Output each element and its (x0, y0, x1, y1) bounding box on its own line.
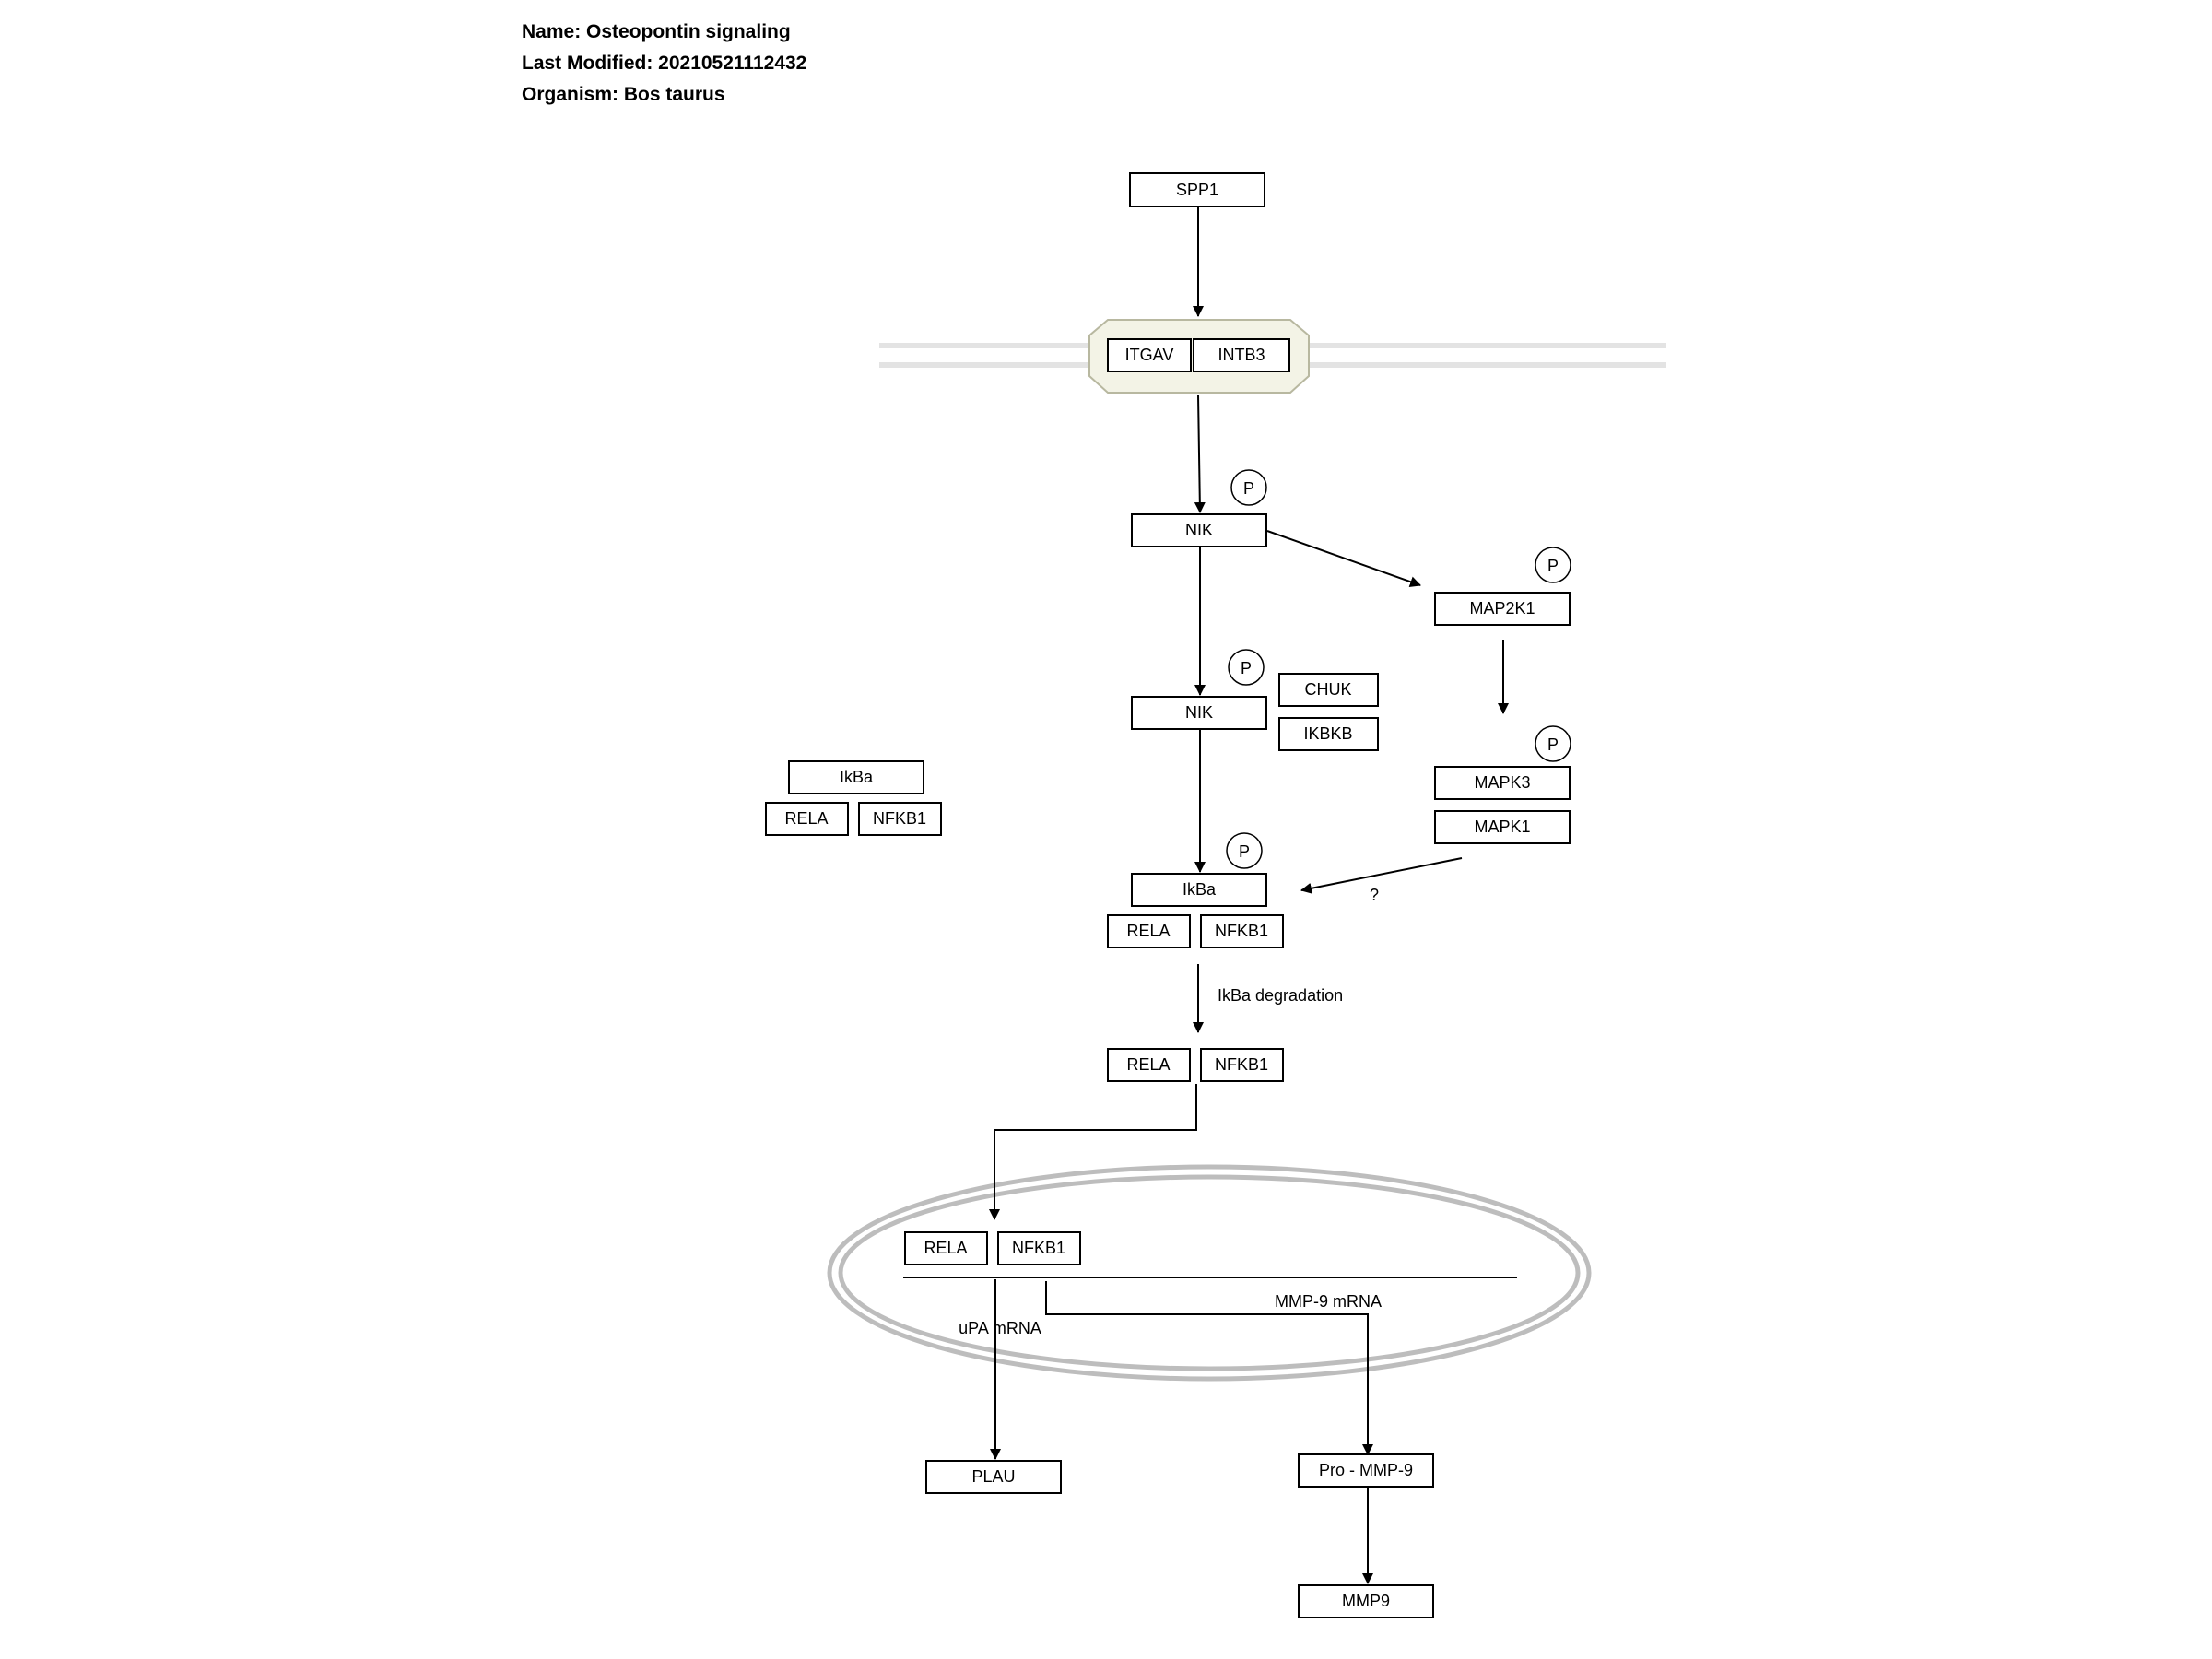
node-ikba-free[interactable]: IkBa (788, 760, 924, 794)
edge-mapk-ikba (1300, 857, 1463, 894)
svg-text:IkBa: IkBa (840, 768, 874, 786)
svg-text:MAPK1: MAPK1 (1474, 818, 1530, 836)
svg-text:ITGAV: ITGAV (1125, 346, 1174, 364)
node-rela-complex-1[interactable]: RELA (1107, 914, 1191, 948)
svg-text:MAP2K1: MAP2K1 (1469, 599, 1535, 618)
svg-text:NFKB1: NFKB1 (1012, 1239, 1065, 1257)
node-ikba[interactable]: IkBa (1131, 873, 1267, 907)
svg-text:P: P (1547, 557, 1559, 575)
phospho-marker-nik-2: P (1228, 649, 1265, 686)
nucleus (827, 1164, 1592, 1382)
svg-text:IkBa: IkBa (1182, 880, 1217, 899)
svg-text:NIK: NIK (1185, 521, 1213, 539)
svg-text:P: P (1239, 842, 1250, 861)
svg-text:P: P (1243, 479, 1254, 498)
pathway-name: Name: Osteopontin signaling (522, 21, 791, 42)
svg-text:CHUK: CHUK (1304, 680, 1351, 699)
node-plau[interactable]: PLAU (925, 1460, 1062, 1494)
svg-text:P: P (1547, 735, 1559, 754)
svg-text:RELA: RELA (1126, 922, 1170, 940)
svg-text:NFKB1: NFKB1 (873, 809, 926, 828)
svg-text:MMP9: MMP9 (1342, 1592, 1390, 1610)
edge-mmp9-mrna (1045, 1281, 1373, 1455)
question-label: ? (1370, 886, 1379, 904)
svg-text:P: P (1241, 659, 1252, 677)
node-nfkb1-complex-1[interactable]: NFKB1 (1200, 914, 1284, 948)
svg-text:PLAU: PLAU (971, 1467, 1015, 1486)
edge-receptor-nik (1194, 394, 1206, 513)
node-ikbkb[interactable]: IKBKB (1278, 717, 1379, 751)
node-rela-free[interactable]: RELA (765, 802, 849, 836)
edge-nik-map2k1 (1266, 530, 1421, 587)
svg-text:INTB3: INTB3 (1218, 346, 1265, 364)
edge-nfkb-to-nucleus (989, 1084, 1197, 1220)
node-map2k1[interactable]: MAP2K1 (1434, 592, 1571, 626)
svg-text:Pro - MMP-9: Pro - MMP-9 (1319, 1461, 1413, 1479)
svg-text:NFKB1: NFKB1 (1215, 922, 1268, 940)
node-pro-mmp9[interactable]: Pro - MMP-9 (1298, 1453, 1434, 1488)
node-chuk[interactable]: CHUK (1278, 673, 1379, 707)
node-mmp9[interactable]: MMP9 (1298, 1584, 1434, 1618)
phospho-marker-map2k1: P (1535, 547, 1571, 583)
upa-mrna-label: uPA mRNA (959, 1319, 1041, 1337)
node-nik-1[interactable]: NIK (1131, 513, 1267, 547)
node-nfkb1-complex-2[interactable]: NFKB1 (1200, 1048, 1284, 1082)
node-itgav[interactable]: ITGAV (1107, 338, 1192, 372)
phospho-marker-nik-1: P (1230, 469, 1267, 506)
header: Name: Osteopontin signaling Last Modifie… (522, 17, 806, 111)
svg-text:NIK: NIK (1185, 703, 1213, 722)
node-mapk3[interactable]: MAPK3 (1434, 766, 1571, 800)
svg-text:NFKB1: NFKB1 (1215, 1055, 1268, 1074)
node-rela-nuclear[interactable]: RELA (904, 1231, 988, 1265)
svg-text:RELA: RELA (924, 1239, 967, 1257)
last-modified: Last Modified: 20210521112432 (522, 53, 807, 74)
phospho-marker-mapk3: P (1535, 725, 1571, 762)
node-nik-2[interactable]: NIK (1131, 696, 1267, 730)
svg-text:SPP1: SPP1 (1176, 181, 1218, 199)
phospho-marker-ikba: P (1226, 832, 1263, 869)
ikba-degradation-label: IkBa degradation (1218, 986, 1343, 1005)
svg-text:RELA: RELA (1126, 1055, 1170, 1074)
svg-text:IKBKB: IKBKB (1303, 724, 1352, 743)
node-mapk1[interactable]: MAPK1 (1434, 810, 1571, 844)
node-nfkb1-free[interactable]: NFKB1 (858, 802, 942, 836)
mmp9-mrna-label: MMP-9 mRNA (1275, 1292, 1382, 1311)
node-rela-complex-2[interactable]: RELA (1107, 1048, 1191, 1082)
node-intb3[interactable]: INTB3 (1193, 338, 1290, 372)
node-nfkb1-nuclear[interactable]: NFKB1 (997, 1231, 1081, 1265)
node-spp1[interactable]: SPP1 (1129, 172, 1265, 207)
organism: Organism: Bos taurus (522, 84, 725, 105)
svg-text:RELA: RELA (784, 809, 828, 828)
svg-text:MAPK3: MAPK3 (1474, 773, 1530, 792)
